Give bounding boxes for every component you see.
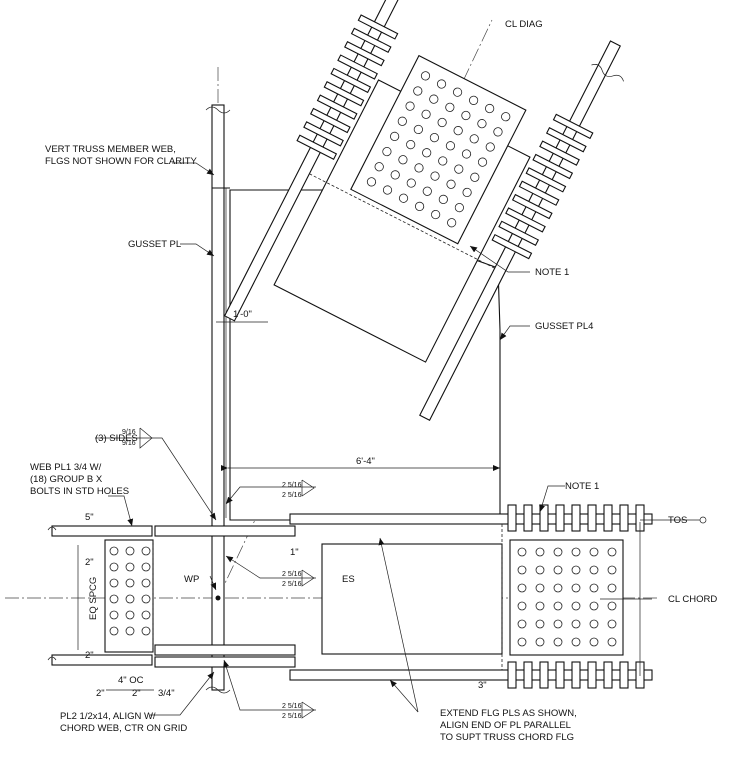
label-weld-a-1: 2 5/16 xyxy=(282,482,302,489)
leader-gusset-pl xyxy=(180,243,215,257)
chord-flange-bolts-bottom xyxy=(507,661,645,689)
diagonal-flange-bolts-left xyxy=(296,14,399,160)
tos-symbol xyxy=(699,516,707,524)
label-wp: WP xyxy=(184,574,199,585)
leader-note1-right xyxy=(539,485,565,513)
weld-flag-es xyxy=(301,569,315,587)
diagonal-flange-bolts-right xyxy=(491,113,594,260)
label-dim-2-left: 2" xyxy=(96,688,105,699)
label-weld-f: 2 5/16 xyxy=(282,713,302,720)
leader-vert-truss xyxy=(172,162,215,176)
label-extend-2: ALIGN END OF PL PARALLEL xyxy=(440,720,571,731)
break-line-bottom xyxy=(205,686,231,694)
label-gusset-pl4: GUSSET PL4 xyxy=(535,321,593,332)
weld-flag-a xyxy=(301,479,315,497)
label-weld-9-16-a: 9/16 xyxy=(122,429,136,436)
label-vert-truss-1: VERT TRUSS MEMBER WEB, xyxy=(45,144,176,155)
label-extend-3: TO SUPT TRUSS CHORD FLG xyxy=(440,732,574,743)
center-bottom-flange xyxy=(154,644,296,656)
diagonal-member xyxy=(223,0,624,421)
leader-web-pl xyxy=(108,495,134,527)
diagonal-splice-plate xyxy=(350,54,527,245)
left-break-bottom xyxy=(47,656,57,661)
leader-pl2 xyxy=(150,671,215,716)
leader-wp xyxy=(209,575,217,591)
label-weld-e: 2 5/16 xyxy=(282,703,302,710)
center-top-flange xyxy=(154,525,296,537)
label-vert-truss-2: FLGS NOT SHOWN FOR CLARITY xyxy=(45,156,198,167)
label-pl2-1: PL2 1/2x14, ALIGN W/ xyxy=(60,711,156,722)
label-es: ES xyxy=(342,574,355,585)
label-weld-d: 2 5/16 xyxy=(282,581,302,588)
label-dim-4-oc: 4" OC xyxy=(118,675,144,686)
label-weld-9-16-b: 9/16 xyxy=(122,440,136,447)
label-web-pl-3: BOLTS IN STD HOLES xyxy=(30,486,129,497)
diagonal-bolt-group xyxy=(366,71,511,228)
right-chord-splice xyxy=(321,504,645,689)
right-top-flange xyxy=(289,513,653,525)
chord-splice-bolts xyxy=(517,547,617,647)
label-3-sides: (3) SIDES xyxy=(95,433,138,444)
weld-flag-3-sides xyxy=(139,427,153,449)
weld-symbols xyxy=(139,427,707,719)
label-tos: TOS xyxy=(668,515,687,526)
chord-flange-plates xyxy=(47,513,653,681)
left-break-top xyxy=(47,526,57,531)
break-line-top xyxy=(205,106,231,114)
leader-weld-bottom xyxy=(223,659,316,711)
left-web-plate xyxy=(104,539,154,653)
right-bottom-flange xyxy=(289,669,653,681)
leader-extend-top xyxy=(378,537,419,713)
label-dim-5: 5" xyxy=(85,512,94,523)
weld-flag-bottom xyxy=(301,701,315,719)
annotation-text: CL DIAG VERT TRUSS MEMBER WEB, FLGS NOT … xyxy=(30,19,717,743)
label-dim-1: 1" xyxy=(290,547,299,558)
diag-break-right xyxy=(591,64,624,82)
leader-gusset-pl4 xyxy=(499,325,530,341)
label-dim-3-4: 3/4" xyxy=(158,688,175,699)
label-note1-top: NOTE 1 xyxy=(535,267,569,278)
chord-splice-plate xyxy=(509,539,624,656)
work-point-dot xyxy=(215,595,221,601)
label-extend-1: EXTEND FLG PLS AS SHOWN, xyxy=(440,708,577,719)
label-web-pl-2: (18) GROUP B X xyxy=(30,474,103,485)
label-dim-2-top: 2" xyxy=(85,557,94,568)
leader-3-sides xyxy=(95,437,217,521)
leader-extend-bottom xyxy=(389,679,419,713)
vertical-member xyxy=(205,104,231,694)
label-dim-6-4: 6'-4" xyxy=(356,456,375,467)
label-weld-a-2: 2 5/16 xyxy=(282,492,302,499)
label-dim-1-0: 1'-0" xyxy=(233,309,252,320)
label-note1-right: NOTE 1 xyxy=(565,481,599,492)
leader-lines xyxy=(95,162,700,716)
left-bottom-flange xyxy=(51,654,153,666)
label-dim-2-mid: 2" xyxy=(132,688,141,699)
label-cl-chord: CL CHORD xyxy=(668,594,717,605)
label-dim-2-bot: 2" xyxy=(85,650,94,661)
vertical-web xyxy=(211,104,225,691)
chord-flange-bolts-top xyxy=(507,504,645,532)
label-gusset-pl: GUSSET PL xyxy=(128,239,181,250)
label-dim-3: 3" xyxy=(478,680,487,691)
leader-weld-a xyxy=(225,486,316,505)
chord-web-gap-plate xyxy=(321,543,503,655)
label-weld-c: 2 5/16 xyxy=(282,571,302,578)
label-eq-spcg: EQ SPCG xyxy=(88,577,99,620)
left-top-flange xyxy=(51,525,153,537)
leader-weld-es xyxy=(225,555,316,579)
leader-note1-top xyxy=(469,245,530,273)
label-web-pl-1: WEB PL1 3/4 W/ xyxy=(30,462,102,473)
label-pl2-2: CHORD WEB, CTR ON GRID xyxy=(60,723,187,734)
dimension-lines xyxy=(77,321,641,691)
label-cl-diag: CL DIAG xyxy=(505,19,543,30)
